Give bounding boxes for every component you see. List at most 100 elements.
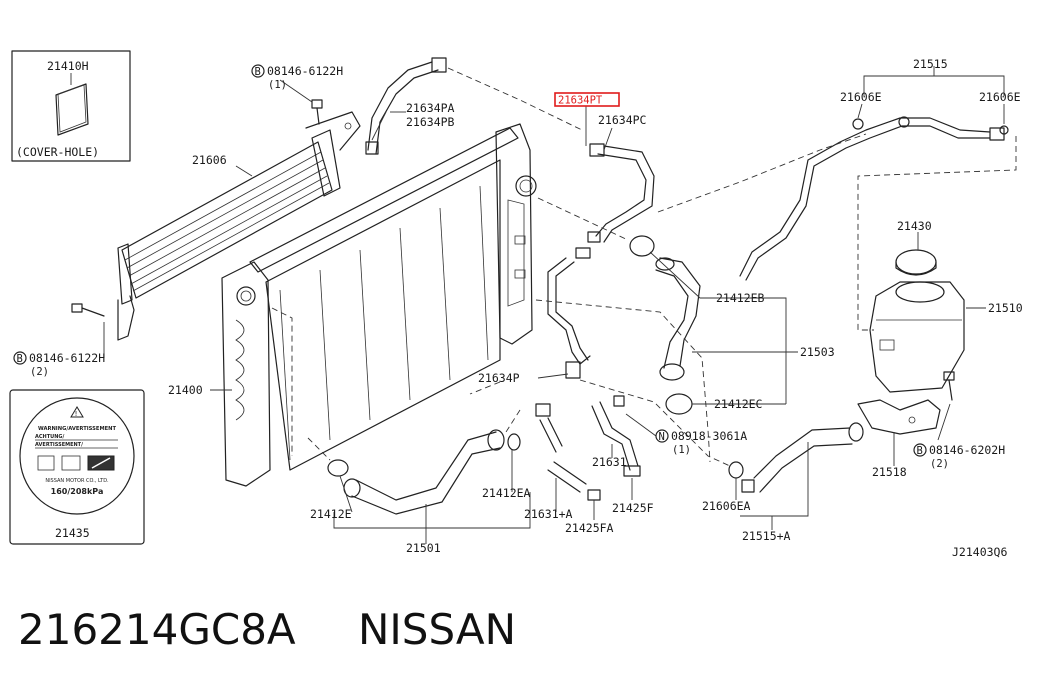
label-cover-hole: (COVER-HOLE): [16, 145, 99, 159]
label-21503: 21503: [800, 345, 835, 359]
label-21606ea: 21606EA: [702, 499, 751, 513]
label-21515: 21515: [913, 57, 948, 71]
clamp-21425fa: [587, 489, 601, 501]
label-pictogram-2: [61, 455, 81, 471]
upper-hose-clamp: [655, 257, 675, 271]
warning-triangle-icon: [70, 406, 84, 418]
o-ring-21412eb: [629, 235, 655, 257]
label-21425f: 21425F: [612, 501, 654, 515]
clip-21606e-left: [852, 118, 864, 130]
svg-text:(1): (1): [672, 444, 691, 456]
svg-text:08146-6122H: 08146-6122H: [29, 351, 105, 365]
svg-text:08918-3061A: 08918-3061A: [671, 429, 747, 443]
diagram-reference-code: J21403Q6: [952, 545, 1007, 559]
bolt-upper-left: [311, 99, 323, 125]
upper-hose-end: [659, 363, 685, 381]
pipe-21634p: [547, 247, 591, 379]
warning-label-disc: [19, 397, 135, 515]
radiator-21400: [221, 123, 537, 487]
clip-21606ea: [728, 461, 744, 479]
oil-cooler-left-tank: [117, 243, 133, 305]
reservoir-body: [869, 281, 965, 393]
hose-21631-a: [591, 405, 631, 471]
label-line-3: AVERTISSEMENT/: [35, 442, 83, 448]
label-21412ea: 21412EA: [482, 486, 531, 500]
label-21634pb: 21634PB: [406, 115, 455, 129]
label-21606: 21606: [192, 153, 227, 167]
upper-hose-21503: [629, 235, 701, 415]
highlighted-part-21634pt[interactable]: 21634PT: [554, 92, 620, 107]
svg-text:(1): (1): [268, 79, 287, 91]
label-line-1: WARNING/AVERTISSEMENT: [38, 426, 117, 432]
bracket-21518: [857, 371, 955, 435]
label-21412e: 21412E: [310, 507, 352, 521]
svg-text:08146-6122H: 08146-6122H: [267, 64, 343, 78]
inset-cover-frame: [11, 50, 131, 162]
clip-21606e-right: [999, 125, 1009, 135]
label-line-5: NISSAN MOTOR CO., LTD.: [45, 478, 109, 484]
svg-text:(2): (2): [930, 458, 949, 470]
label-21634pc: 21634PC: [598, 113, 647, 127]
hose-21631a-body: [547, 469, 581, 493]
footer-brand: NISSAN: [358, 605, 516, 654]
svg-text:B: B: [17, 353, 23, 365]
inset-warning-label: ! WARNING/AVERTISSEMENT ACHTUNG/ AVERTIS…: [9, 389, 145, 545]
svg-text:N: N: [659, 431, 665, 443]
reservoir-hose-21515: [739, 116, 1009, 281]
hose-21515-main: [739, 117, 991, 277]
label-line-2: ACHTUNG/: [35, 434, 64, 440]
label-21501: 21501: [406, 541, 441, 555]
label-21425fa: 21425FA: [565, 521, 614, 535]
radiator-upper-inlet: [515, 175, 537, 197]
o-ring-21412ea: [507, 433, 521, 451]
svg-text:08146-6202H: 08146-6202H: [929, 443, 1005, 457]
o-ring-21412e: [327, 459, 349, 477]
label-21606e-right: 21606E: [979, 90, 1021, 104]
svg-text:(2): (2): [30, 366, 49, 378]
label-21430: 21430: [897, 219, 932, 233]
upper-hose-21503-outer: [659, 257, 701, 367]
label-21518: 21518: [872, 465, 907, 479]
reservoir-tank-21510: [869, 249, 965, 393]
oil-cooler-bracket-lower: [117, 295, 135, 341]
clamp-21425f: [623, 465, 641, 477]
label-21515a: 21515+A: [742, 529, 791, 543]
radiator-left-tank: [221, 261, 271, 487]
leader-lines: [103, 66, 1005, 544]
bolt-label-08146-6202h: B 08146-6202H (2): [913, 443, 1005, 470]
reservoir-neck: [895, 281, 945, 303]
bolt-lower-left: [71, 303, 105, 317]
assembly-dashed-lines: [271, 67, 1017, 467]
oil-cooler-bracket-upper: [305, 111, 361, 151]
bracket-body: [857, 399, 941, 435]
label-21634p: 21634P: [478, 371, 520, 385]
bolt-label-08146-6122h-1: B 08146-6122H (1): [251, 64, 343, 91]
inset-cover-hole: 21410H (COVER-HOLE): [11, 50, 131, 162]
label-21435: 21435: [55, 526, 90, 540]
label-21606e-left: 21606E: [840, 90, 882, 104]
pipe-21634pa-pb: [365, 57, 447, 155]
hose-21631: [591, 395, 641, 477]
o-ring-21412ec: [665, 393, 693, 415]
bolt-label-08146-6122h-2: B 08146-6122H (2): [13, 351, 105, 378]
pipe-21634pa: [367, 61, 433, 151]
hose-21515a: [728, 422, 864, 493]
label-21510: 21510: [988, 301, 1023, 315]
svg-text:B: B: [917, 445, 923, 457]
lower-hose-21501: [327, 429, 521, 515]
reservoir-cap-21430: [895, 249, 937, 275]
pipe-21634pc-line-a: [595, 153, 647, 237]
pipe-21634pa-fitting: [431, 57, 447, 73]
label-pressure: 160/208kPa: [51, 487, 104, 496]
footer: 216214GC8A NISSAN: [18, 605, 516, 654]
svg-text:21634PT: 21634PT: [558, 95, 603, 107]
oil-cooler-21606: [117, 111, 361, 341]
hose-21631a: [535, 403, 601, 501]
oil-cooler-right-tank: [311, 129, 341, 197]
label-21412eb: 21412EB: [716, 291, 765, 305]
svg-text:!: !: [75, 410, 78, 418]
label-21631: 21631: [592, 455, 627, 469]
oil-cooler-body: [121, 141, 333, 299]
lower-hose-21501-outer: [355, 431, 497, 501]
